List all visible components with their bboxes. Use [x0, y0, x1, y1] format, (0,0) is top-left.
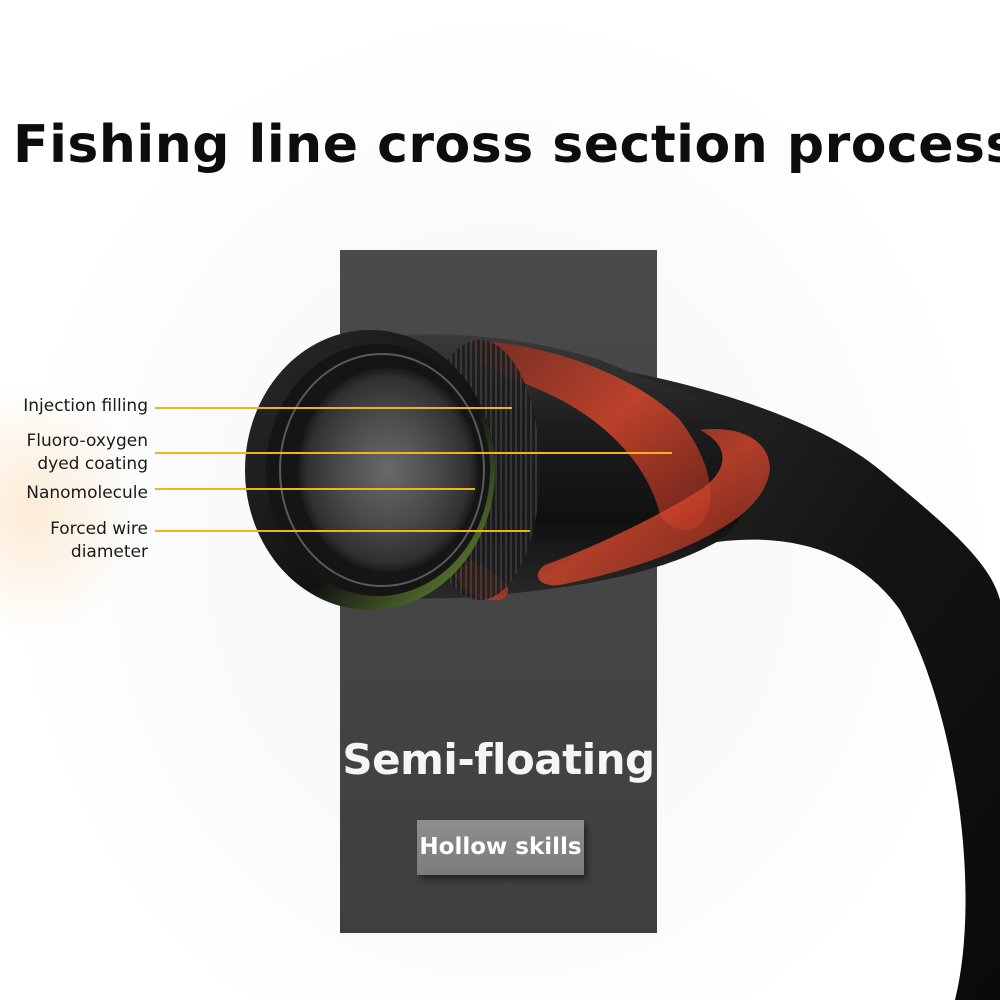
hollow-core: [298, 368, 478, 572]
callout-label-injection-filling: Injection filling: [23, 395, 148, 418]
ring-highlight: [279, 353, 485, 587]
callout-label-line: dyed coating: [37, 454, 148, 474]
page-title: Fishing line cross section process: [13, 115, 1000, 175]
red-spiral-band: [470, 340, 711, 531]
callout-lines: [155, 407, 672, 532]
callout-label-line: Nanomolecule: [26, 483, 148, 503]
callout-label-line: Fluoro-oxygen: [26, 431, 148, 451]
callout-label-forced-wire: Forced wire diameter: [50, 518, 148, 564]
red-spiral-band-2: [537, 429, 770, 586]
hollow-skills-badge: Hollow skills: [417, 820, 584, 875]
semi-floating-heading: Semi-floating: [342, 735, 655, 784]
callout-label-fluoro-oxygen: Fluoro-oxygen dyed coating: [27, 430, 148, 476]
callout-label-line: diameter: [70, 542, 148, 562]
callout-label-line: Injection filling: [23, 396, 148, 416]
callout-label-nanomolecule: Nanomolecule: [26, 482, 148, 505]
callout-label-line: Forced wire: [50, 519, 148, 539]
